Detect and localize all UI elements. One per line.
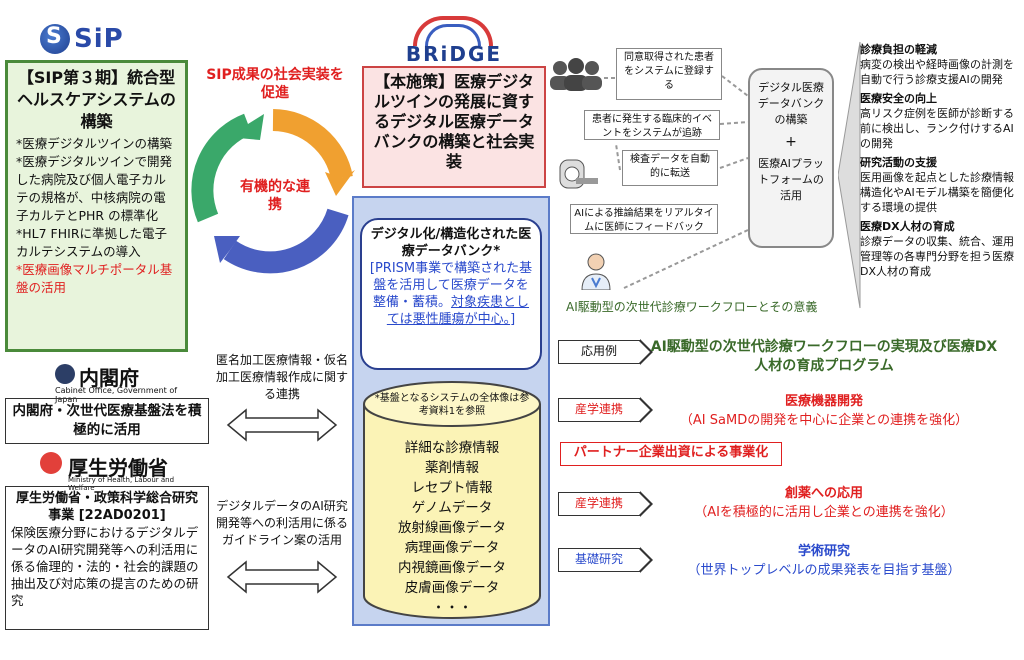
db-item: ・・・ — [431, 600, 473, 616]
mhlw-box: 厚生労働省・政策科学総合研究事業 [22AD0201] 保険医療分野におけるデジ… — [5, 486, 209, 630]
sip-box-title: 【SIP第３期】統合型ヘルスケアシステムの構築 — [17, 68, 176, 131]
output-device: 医療機器開発 （AI SaMDの開発を中心に企業との連携を強化） — [679, 394, 969, 428]
sip-logo: S SiP — [40, 22, 140, 58]
benefit-heading: 診療負担の軽減 — [860, 43, 937, 56]
bridge-logo-text: BRiDGE — [405, 42, 503, 66]
db-item: 病理画像データ — [404, 540, 500, 556]
output-label-basic: 基礎研究 — [558, 547, 653, 573]
workflow-step-track: 患者に発生する臨床的イベントをシステムが追跡 — [584, 110, 720, 140]
cabinet-office-box: 内閣府・次世代医療基盤法を積極的に活用 — [5, 398, 209, 444]
mhlw-box-body: 保険医療分野におけるデジタルデータのAI研究開発等への利活用に係る倫理的・法的・… — [11, 525, 199, 608]
data-bank-bubble: デジタル化/構造化された医療データバンク* [PRISM事業で構築された基盤を活… — [360, 218, 542, 370]
bridge-logo: BRiDGE — [395, 16, 515, 66]
output-label-industry: 産学連携 — [558, 397, 653, 423]
benefit-heading: 医療安全の向上 — [860, 92, 937, 105]
patients-group-icon — [550, 58, 602, 91]
link-label-cabinet: 匿名加工医療情報・仮名加工医療情報作成に関する連携 — [215, 353, 348, 401]
double-arrow-icon — [226, 408, 338, 442]
db-item: 内視鏡画像データ — [398, 560, 506, 576]
mhlw-logo: 厚生労働省 Ministry of Health, Labour and Wel… — [40, 452, 200, 492]
sip-logo-text: SiP — [74, 24, 124, 54]
ct-scanner-icon — [559, 159, 598, 189]
link-label-mhlw: デジタルデータのAI研究開発等への利活用に係るガイドライン案の活用 — [215, 499, 348, 547]
db-item: 放射線画像データ — [398, 520, 506, 536]
double-arrow-icon — [226, 560, 338, 594]
benefit-heading: 医療DX人材の育成 — [860, 220, 955, 233]
partner-box: パートナー企業出資による事業化 — [560, 442, 782, 466]
mhlw-box-title: 厚生労働省・政策科学総合研究事業 [22AD0201] — [15, 491, 198, 523]
doctor-icon — [581, 253, 611, 290]
database-cylinder-icon — [363, 381, 541, 619]
bubble-title: デジタル化/構造化された医療データバンク* — [370, 227, 532, 259]
db-item: レセプト情報 — [411, 480, 493, 496]
db-item: ゲノムデータ — [411, 500, 493, 516]
platform-capsule: デジタル医療データバンクの構築 + 医療AIプラットフォームの活用 — [748, 68, 834, 248]
sip-item-red: *医療画像マルチポータル基盤の活用 — [16, 262, 173, 295]
sip-item: *医療デジタルツインの構築 — [16, 136, 173, 151]
output-label-industry: 産学連携 — [558, 491, 653, 517]
cabinet-office-logo: 内閣府 Cabinet Office, Government of Japan — [55, 364, 178, 404]
cycle-arrows-icon — [191, 109, 355, 274]
sip-box: 【SIP第３期】統合型ヘルスケアシステムの構築 *医療デジタルツインの構築 *医… — [5, 60, 188, 352]
benefits-list: 診療負担の軽減 病変の検出や経時画像の計測を自動で行う診療支援AIの開発 医療安… — [860, 42, 1022, 279]
db-list: 詳細な診療情報 薬剤情報 レセプト情報 ゲノムデータ 放射線画像データ 病理画像… — [372, 438, 532, 618]
bubble-description: [PRISM事業で構築された基盤を活用して医療データを整備・蓄積。対象疾患として… — [369, 261, 533, 327]
workflow-step-transfer: 検査データを自動的に転送 — [622, 150, 718, 186]
promote-label: SIP成果の社会実装を促進 — [206, 67, 344, 101]
sip-item: *HL7 FHIRに準拠した電子カルテシステムの導入 — [16, 226, 168, 259]
output-label-application: 応用例 — [558, 339, 653, 365]
db-item: 皮膚画像データ — [404, 580, 500, 596]
workflow-step-feedback: AIによる推論結果をリアルタイムに医師にフィードバック — [570, 204, 718, 234]
sip-item: *医療デジタルツインで開発した病院及び個人電子カルテの規格が、中核病院の電子カル… — [16, 154, 173, 223]
cycle-label: 有機的な連携 — [240, 179, 310, 213]
benefit-body: 診療データの収集、統合、運用管理等の各専門分野を担う医療DX人材の育成 — [860, 235, 1014, 278]
benefit-body: 高リスク症例を医師が診断する前に検出し、ランク付けするAIの開発 — [860, 107, 1014, 150]
workflow-step-register: 同意取得された患者をシステムに登録する — [616, 48, 722, 100]
db-note: *基盤となるシステムの全体像は参考資料1を参照 — [374, 393, 530, 417]
benefit-heading: 研究活動の支援 — [860, 156, 937, 169]
sip-logo-mark — [40, 24, 70, 54]
db-item: 詳細な診療情報 — [404, 440, 500, 456]
main-policy-box: 【本施策】医療デジタルツインの発展に資するデジタル医療データバンクの構築と社会実… — [362, 66, 546, 188]
output-academic: 学術研究 （世界トップレベルの成果発表を目指す基盤） — [687, 544, 961, 578]
benefit-body: 医用画像を起点とした診療情報構造化やAIモデル構築を簡便化する環境の提供 — [860, 171, 1014, 214]
output-application: AI駆動型の次世代診療ワークフローの実現及び医療DX人材の育成プログラム — [650, 339, 998, 374]
workflow-caption: AI駆動型の次世代診療ワークフローとその意義 — [566, 300, 818, 314]
db-item: 薬剤情報 — [425, 460, 479, 476]
benefit-body: 病変の検出や経時画像の計測を自動で行う診療支援AIの開発 — [860, 58, 1014, 86]
workflow-connectors — [604, 75, 749, 289]
output-drug: 創薬への応用 （AIを積極的に活用し企業との連携を強化） — [694, 486, 954, 520]
bracket-arrow-icon — [838, 41, 861, 309]
